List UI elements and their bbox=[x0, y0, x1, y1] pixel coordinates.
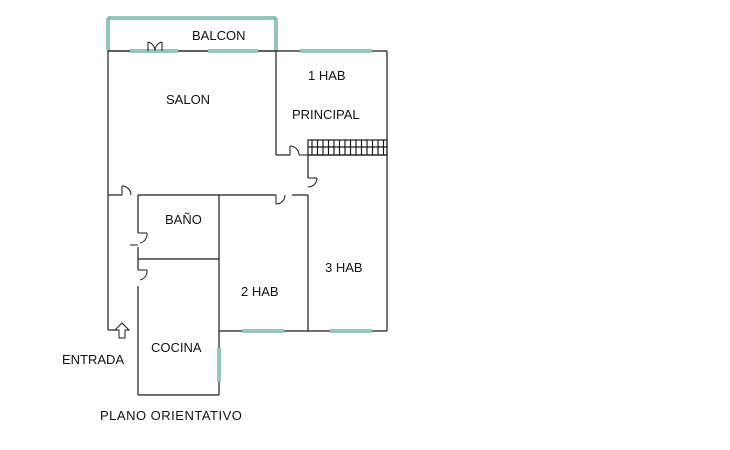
plan-caption: PLANO ORIENTATIVO bbox=[100, 408, 242, 423]
entrance-arrow-icon bbox=[113, 322, 131, 339]
wardrobe bbox=[307, 139, 388, 156]
hab1-sublabel: PRINCIPAL bbox=[292, 107, 360, 122]
doors bbox=[121, 145, 318, 281]
windows bbox=[130, 49, 372, 382]
hab2-label: 2 HAB bbox=[241, 284, 279, 299]
walls bbox=[107, 50, 388, 396]
hab3-label: 3 HAB bbox=[325, 260, 363, 275]
balcony-door bbox=[147, 41, 163, 52]
entrada-label: ENTRADA bbox=[62, 352, 124, 367]
balcon-label: BALCON bbox=[192, 28, 245, 43]
salon-label: SALON bbox=[166, 92, 210, 107]
hab1-label: 1 HAB bbox=[308, 68, 346, 83]
bano-label: BAÑO bbox=[165, 212, 202, 227]
cocina-label: COCINA bbox=[151, 340, 202, 355]
